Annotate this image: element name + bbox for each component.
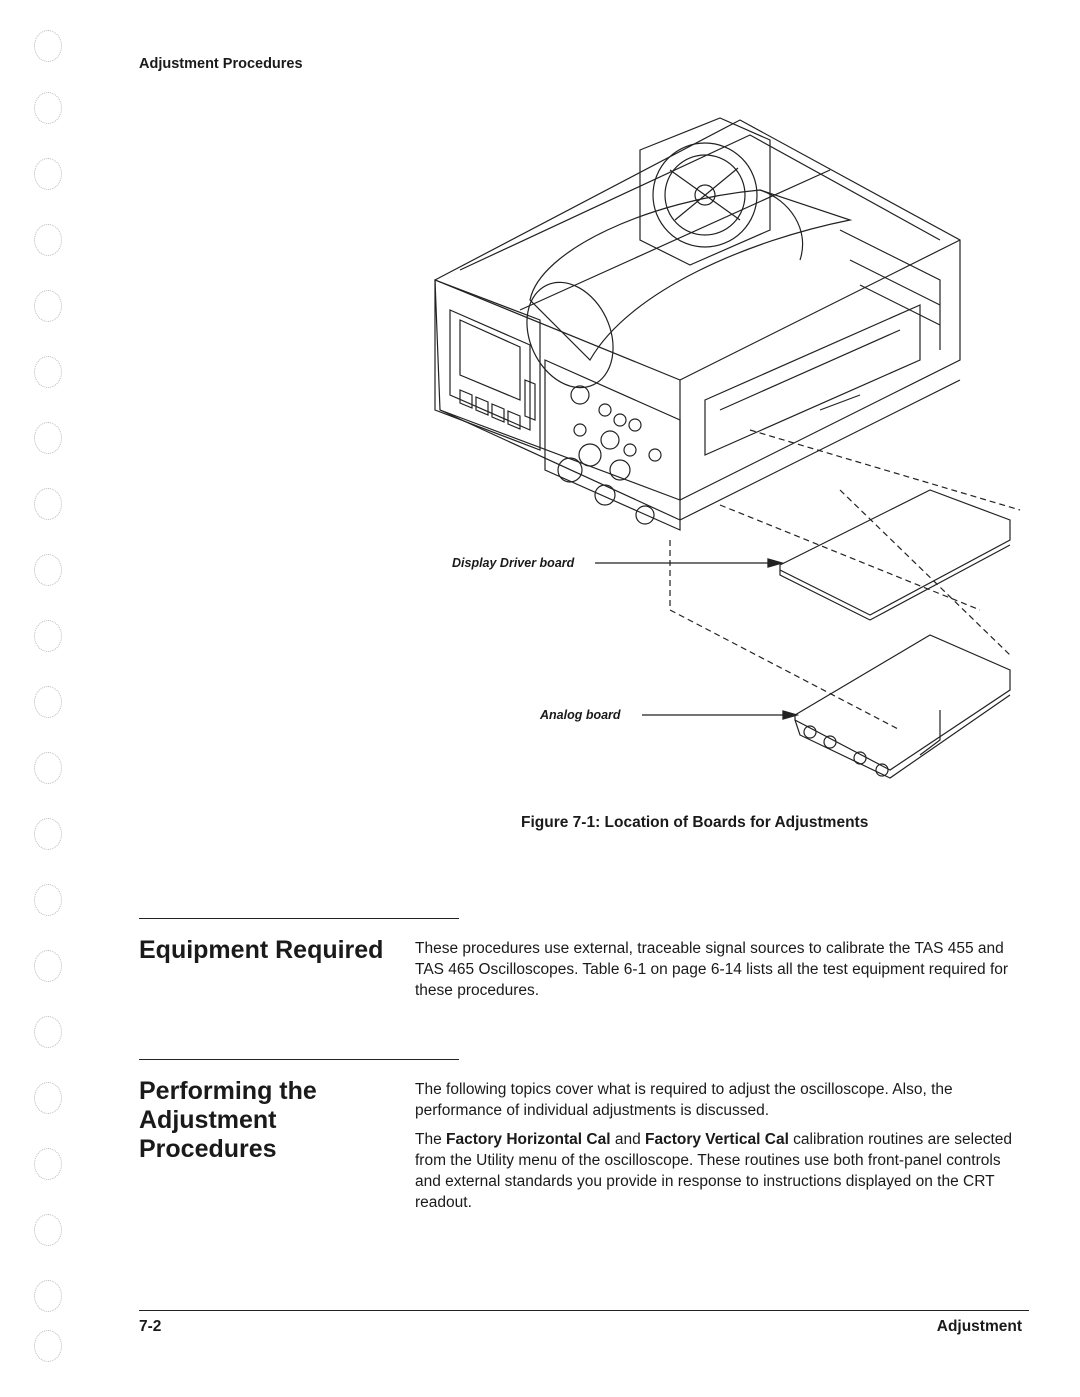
factory-horizontal-cal-term: Factory Horizontal Cal [446, 1131, 611, 1148]
running-header: Adjustment Procedures [139, 56, 303, 72]
display-driver-callout: Display Driver board [452, 556, 575, 570]
punch-hole [34, 818, 62, 850]
section-rule [139, 1059, 459, 1060]
text-run: The [415, 1131, 447, 1148]
section-rule [139, 918, 459, 919]
figure-caption: Figure 7-1: Location of Boards for Adjus… [521, 814, 869, 831]
punch-hole [34, 290, 62, 322]
section-heading-equipment: Equipment Required [139, 936, 384, 964]
punch-hole [34, 752, 62, 784]
punch-hole [34, 686, 62, 718]
callout-leaders [595, 558, 800, 720]
oscilloscope-exploded-figure: Display Driver board Analog board [420, 110, 1050, 800]
paragraph-factory-cal: The Factory Horizontal Cal and Factory V… [415, 1129, 1025, 1213]
paragraph: The following topics cover what is requi… [415, 1081, 953, 1119]
punch-hole [34, 92, 62, 124]
text-run: and [610, 1131, 645, 1148]
text-run: calibration routines are selected from t… [415, 1131, 1013, 1211]
punch-hole [34, 158, 62, 190]
punch-hole [34, 1148, 62, 1180]
section-body-equipment: These procedures use external, traceable… [415, 938, 1025, 1009]
punch-hole [34, 30, 62, 62]
page-number: 7-2 [139, 1318, 162, 1335]
footer-chapter: Adjustment [936, 1318, 1022, 1335]
punch-hole [34, 1016, 62, 1048]
punch-hole [34, 1082, 62, 1114]
display-driver-arrowhead [767, 558, 785, 568]
punch-hole [34, 554, 62, 586]
analog-board-callout: Analog board [540, 708, 621, 722]
section-heading-performing: Performing the Adjustment Procedures [139, 1077, 317, 1163]
section-body-performing: The following topics cover what is requi… [415, 1079, 1025, 1221]
footer-rule [139, 1310, 1029, 1311]
binder-punch-holes [28, 30, 68, 1370]
punch-hole [34, 356, 62, 388]
analog-arrowhead [782, 710, 800, 720]
punch-hole [34, 488, 62, 520]
punch-hole [34, 1214, 62, 1246]
punch-hole [34, 1280, 62, 1312]
punch-hole [34, 620, 62, 652]
factory-vertical-cal-term: Factory Vertical Cal [645, 1131, 789, 1148]
oscilloscope-line-drawing [434, 117, 1021, 779]
punch-hole [34, 1330, 62, 1362]
punch-hole [34, 224, 62, 256]
punch-hole [34, 950, 62, 982]
punch-hole [34, 884, 62, 916]
paragraph: These procedures use external, traceable… [415, 940, 1009, 999]
punch-hole [34, 422, 62, 454]
